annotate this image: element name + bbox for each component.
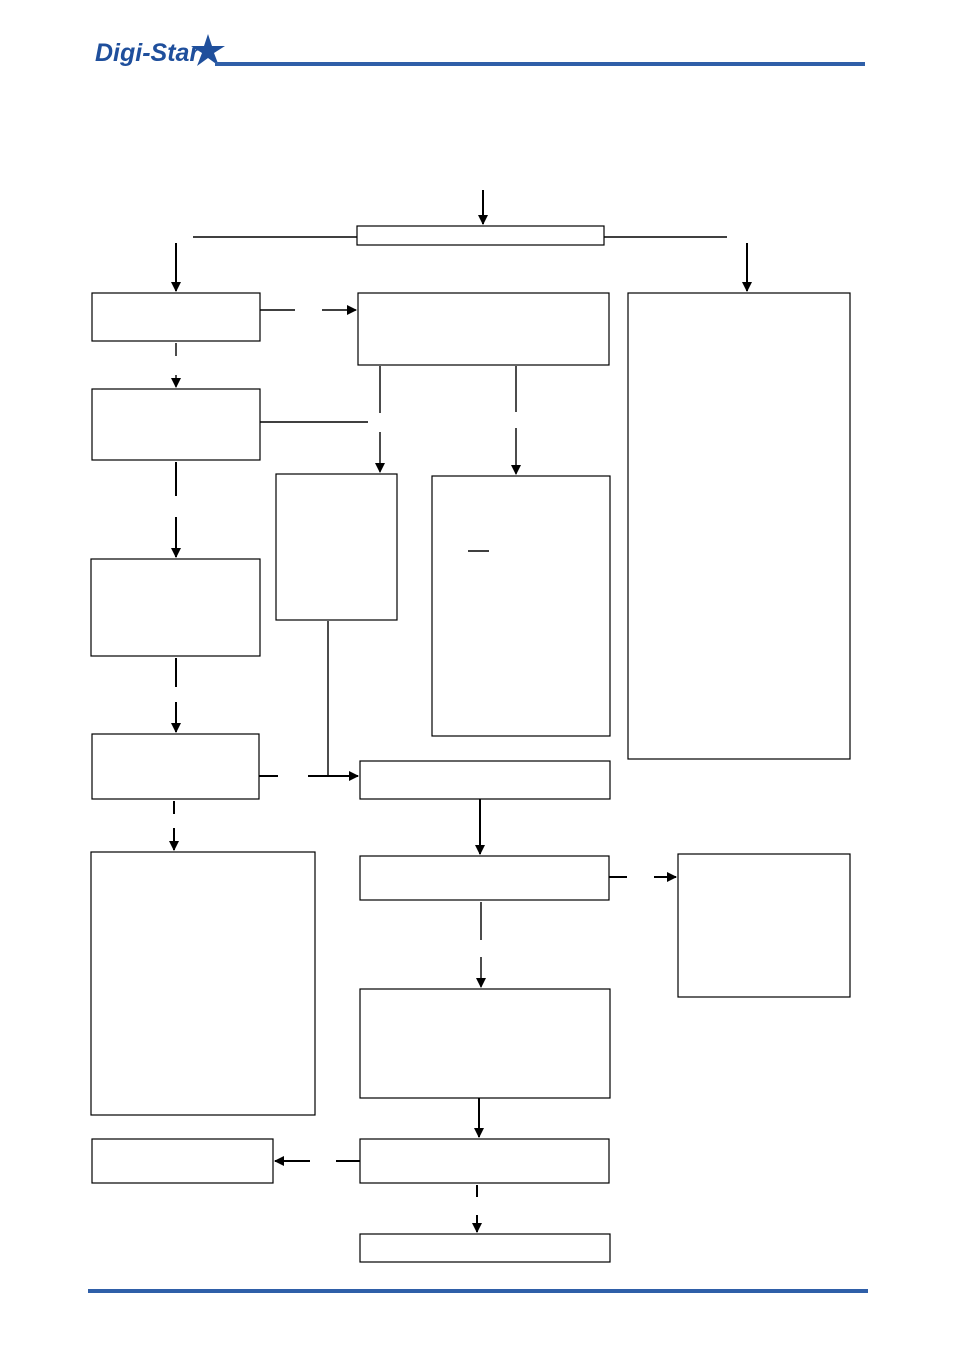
flow-box-left-3 bbox=[90, 558, 261, 657]
flow-box-mid-right-tall bbox=[431, 475, 611, 737]
flow-box-right-tall bbox=[627, 292, 851, 760]
flowchart-boxes bbox=[90, 225, 851, 1263]
flow-box-center-2 bbox=[359, 760, 611, 800]
logo-wordmark: Digi-Star bbox=[95, 39, 200, 67]
flow-box-left-bottom bbox=[91, 1138, 274, 1184]
flow-box-center-1 bbox=[357, 292, 610, 366]
flow-box-left-big bbox=[90, 851, 316, 1116]
digi-star-logo: Digi-Star bbox=[95, 34, 225, 67]
flow-box-center-4 bbox=[359, 988, 611, 1099]
footer-rule bbox=[88, 1289, 868, 1293]
flow-box-right-small bbox=[677, 853, 851, 998]
flow-box-left-4 bbox=[91, 733, 260, 800]
flow-box-left-1 bbox=[91, 292, 261, 342]
flow-box-left-2 bbox=[91, 388, 261, 461]
header-rule bbox=[215, 62, 865, 66]
flow-box-center-5 bbox=[359, 1138, 610, 1184]
flow-box-center-last bbox=[359, 1233, 611, 1263]
flow-box-mid-narrow bbox=[275, 473, 398, 621]
star-icon bbox=[191, 34, 225, 66]
flow-box-top-bar bbox=[356, 225, 605, 246]
flowchart-connectors bbox=[169, 190, 752, 1233]
flow-box-center-3 bbox=[359, 855, 610, 901]
